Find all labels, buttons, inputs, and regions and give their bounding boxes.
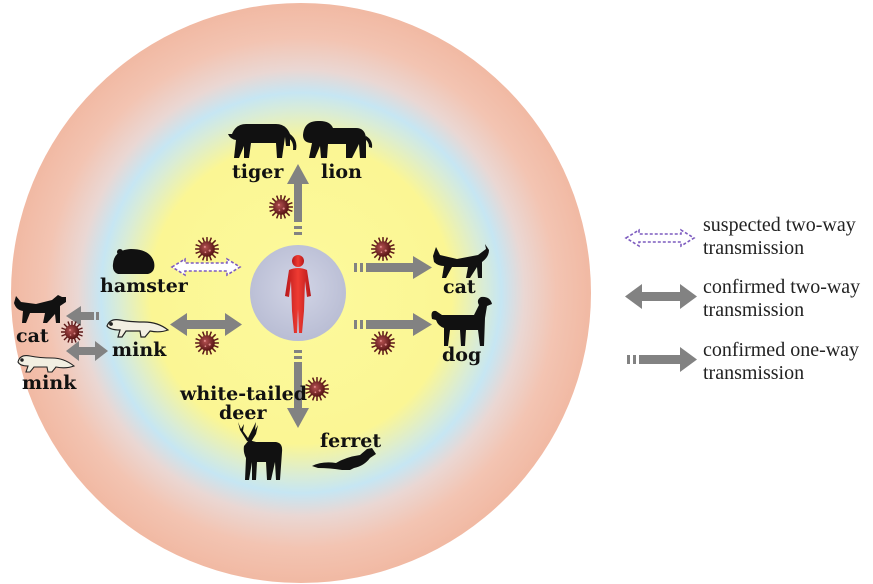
virus-icon bbox=[371, 237, 395, 261]
virus-icon bbox=[195, 237, 219, 261]
label-deer: deer bbox=[219, 402, 267, 424]
legend-confirmed-one-line2: transmission bbox=[703, 362, 804, 384]
virus-icon bbox=[195, 331, 219, 355]
legend-confirmed-one-line1: confirmed one-way bbox=[703, 339, 859, 361]
legend-suspected-line2: transmission bbox=[703, 237, 804, 259]
label-mink: mink bbox=[112, 339, 167, 361]
legend-suspected-arrow-icon bbox=[626, 230, 694, 246]
virus-icon bbox=[305, 377, 329, 401]
label-hamster: hamster bbox=[100, 275, 189, 297]
virus-icon bbox=[371, 331, 395, 355]
label-ferret: ferret bbox=[320, 430, 381, 452]
virus-icon bbox=[61, 321, 83, 343]
legend-confirmed-two-line1: confirmed two-way bbox=[703, 276, 860, 298]
legend-one-way-arrow-icon bbox=[627, 347, 697, 372]
label-mink-outer: mink bbox=[22, 372, 77, 394]
label-cat: cat bbox=[443, 276, 476, 298]
legend-two-way-arrow-icon bbox=[625, 284, 697, 309]
legend-suspected-line1: suspected two-way bbox=[703, 214, 856, 236]
legend: suspected two-way transmission confirmed… bbox=[625, 214, 860, 384]
virus-icon bbox=[269, 195, 293, 219]
legend-confirmed-two-line2: transmission bbox=[703, 299, 804, 321]
label-tiger: tiger bbox=[232, 161, 284, 183]
label-lion: lion bbox=[321, 161, 362, 183]
label-dog: dog bbox=[442, 344, 481, 366]
label-cat-outer: cat bbox=[16, 325, 49, 347]
